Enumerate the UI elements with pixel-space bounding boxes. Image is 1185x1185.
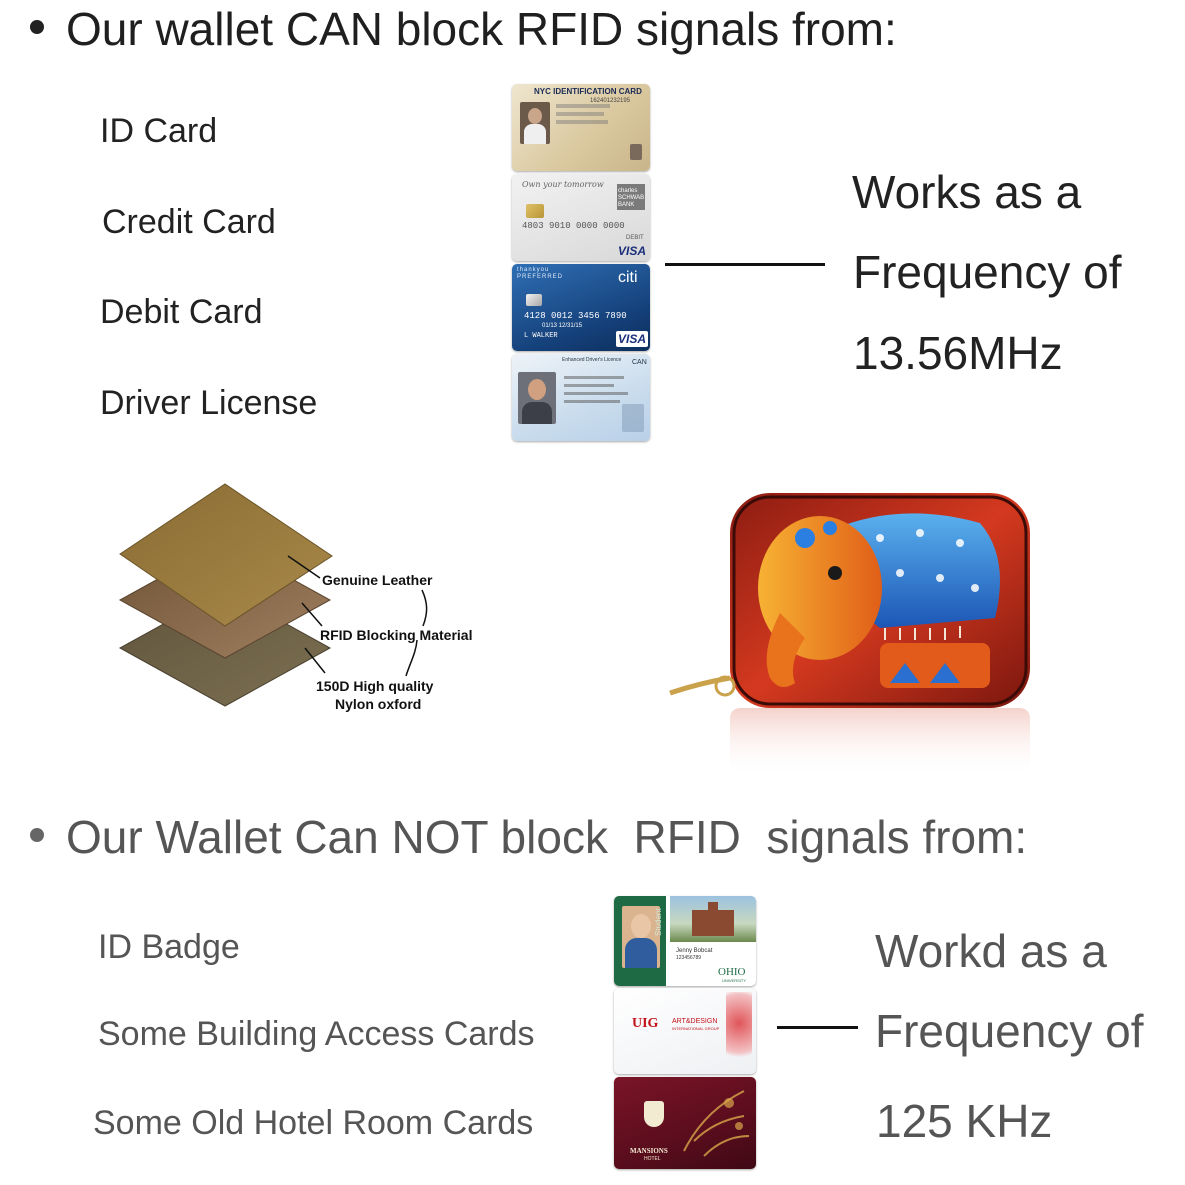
hotel-card-image: MANSIONS HOTEL	[614, 1077, 756, 1169]
badge-building	[670, 896, 756, 942]
item-driver-license: Driver License	[100, 384, 318, 422]
frequency2-line-2: Frequency of	[875, 1005, 1144, 1057]
item-credit-card: Credit Card	[102, 203, 276, 241]
leather-layer	[119, 483, 333, 627]
layer-label-leather: Genuine Leather	[322, 572, 433, 588]
access-card-brand: ART&DESIGN	[672, 1018, 718, 1025]
citi-logo: citi	[618, 269, 638, 286]
bullet-icon	[30, 19, 44, 34]
debit-card-image: thankyou PREFERRED citi 4128 0012 3456 7…	[512, 264, 650, 351]
id-badge-image: Student Jenny Bobcat 123456789 OHIO UNIV…	[614, 896, 756, 986]
license-country: CAN	[632, 359, 647, 366]
item-debit-card: Debit Card	[100, 293, 263, 331]
elephant-trunk	[766, 613, 805, 687]
layer-label-rfid: RFID Blocking Material	[320, 627, 473, 643]
item-building-access: Some Building Access Cards	[98, 1015, 535, 1053]
license-photo	[518, 372, 556, 424]
access-card-image: UIG ART&DESIGN INTERNATIONAL GROUP	[614, 988, 756, 1074]
item-id-card: ID Card	[100, 112, 218, 150]
access-card-sub: INTERNATIONAL GROUP	[672, 1026, 720, 1031]
access-card-splash	[726, 992, 752, 1070]
id-card-image: NYC IDENTIFICATION CARD 162401232195	[512, 84, 650, 171]
frequency-value: 13.56MHz	[853, 327, 1063, 379]
layer-label-nylon-2: Nylon oxford	[335, 696, 422, 712]
can-block-heading: Our wallet CAN block RFID signals from:	[30, 2, 897, 56]
id-card-number: 162401232195	[590, 98, 631, 104]
frequency-line-1: Works as a	[852, 166, 1082, 218]
credit-card-number: 4803 9010 0000 0000	[522, 221, 625, 231]
credit-card-brand: charles SCHWAB BANK	[618, 188, 645, 208]
credit-card-image: Own your tomorrow charles SCHWAB BANK 48…	[512, 174, 650, 261]
badge-side-text: Student	[654, 908, 663, 936]
zipper-pull	[669, 675, 731, 696]
material-layers-diagram	[118, 483, 428, 707]
visa-logo: VISA	[618, 244, 647, 258]
frequency2-line-1: Workd as a	[875, 925, 1107, 977]
visa-logo: VISA	[618, 332, 647, 346]
debit-card-dates: 01/13 12/31/15	[542, 323, 583, 329]
debit-card-number: 4128 0012 3456 7890	[524, 311, 627, 321]
badge-id: 123456789	[676, 955, 702, 961]
badge-photo	[622, 906, 660, 968]
chip-icon	[526, 294, 542, 306]
item-id-badge: ID Badge	[98, 928, 240, 966]
bullet-icon	[30, 827, 44, 842]
credit-card-script: Own your tomorrow	[522, 180, 604, 189]
cannot-block-heading: Our Wallet Can NOT block RFID signals fr…	[30, 810, 1027, 864]
hotel-card-ornament	[683, 1090, 750, 1157]
wallet-image	[669, 493, 1030, 778]
frequency-line-2: Frequency of	[853, 246, 1122, 298]
id-card-title: NYC IDENTIFICATION CARD	[534, 87, 642, 96]
badge-name: Jenny Bobcat	[676, 948, 713, 954]
cannot-block-heading-text: Our Wallet Can NOT block RFID signals fr…	[66, 811, 1028, 863]
hotel-name: MANSIONS	[630, 1147, 668, 1155]
license-card-image: Enhanced Driver's Licence CAN	[512, 354, 650, 441]
layer-label-nylon-1: 150D High quality	[316, 678, 434, 694]
can-block-heading-text: Our wallet CAN block RFID signals from:	[66, 3, 897, 55]
license-title: Enhanced Driver's Licence	[562, 357, 622, 363]
ohio-logo: OHIO	[718, 966, 746, 978]
debit-card-name: L WALKER	[524, 332, 558, 340]
connector-line	[665, 263, 825, 266]
chip-icon	[526, 204, 544, 218]
frequency2-value: 125 KHz	[876, 1095, 1053, 1147]
credit-card-type: DEBIT	[626, 235, 644, 241]
hotel-crest-icon	[644, 1101, 664, 1127]
debit-card-tier: thankyou PREFERRED	[517, 267, 564, 280]
id-photo	[520, 102, 550, 144]
hotel-sub: HOTEL	[644, 1156, 661, 1162]
ohio-logo-sub: UNIVERSITY	[722, 978, 747, 983]
item-hotel-cards: Some Old Hotel Room Cards	[93, 1104, 534, 1142]
access-card-logo-mark: UIG	[632, 1016, 659, 1031]
connector-line-2	[777, 1026, 858, 1029]
